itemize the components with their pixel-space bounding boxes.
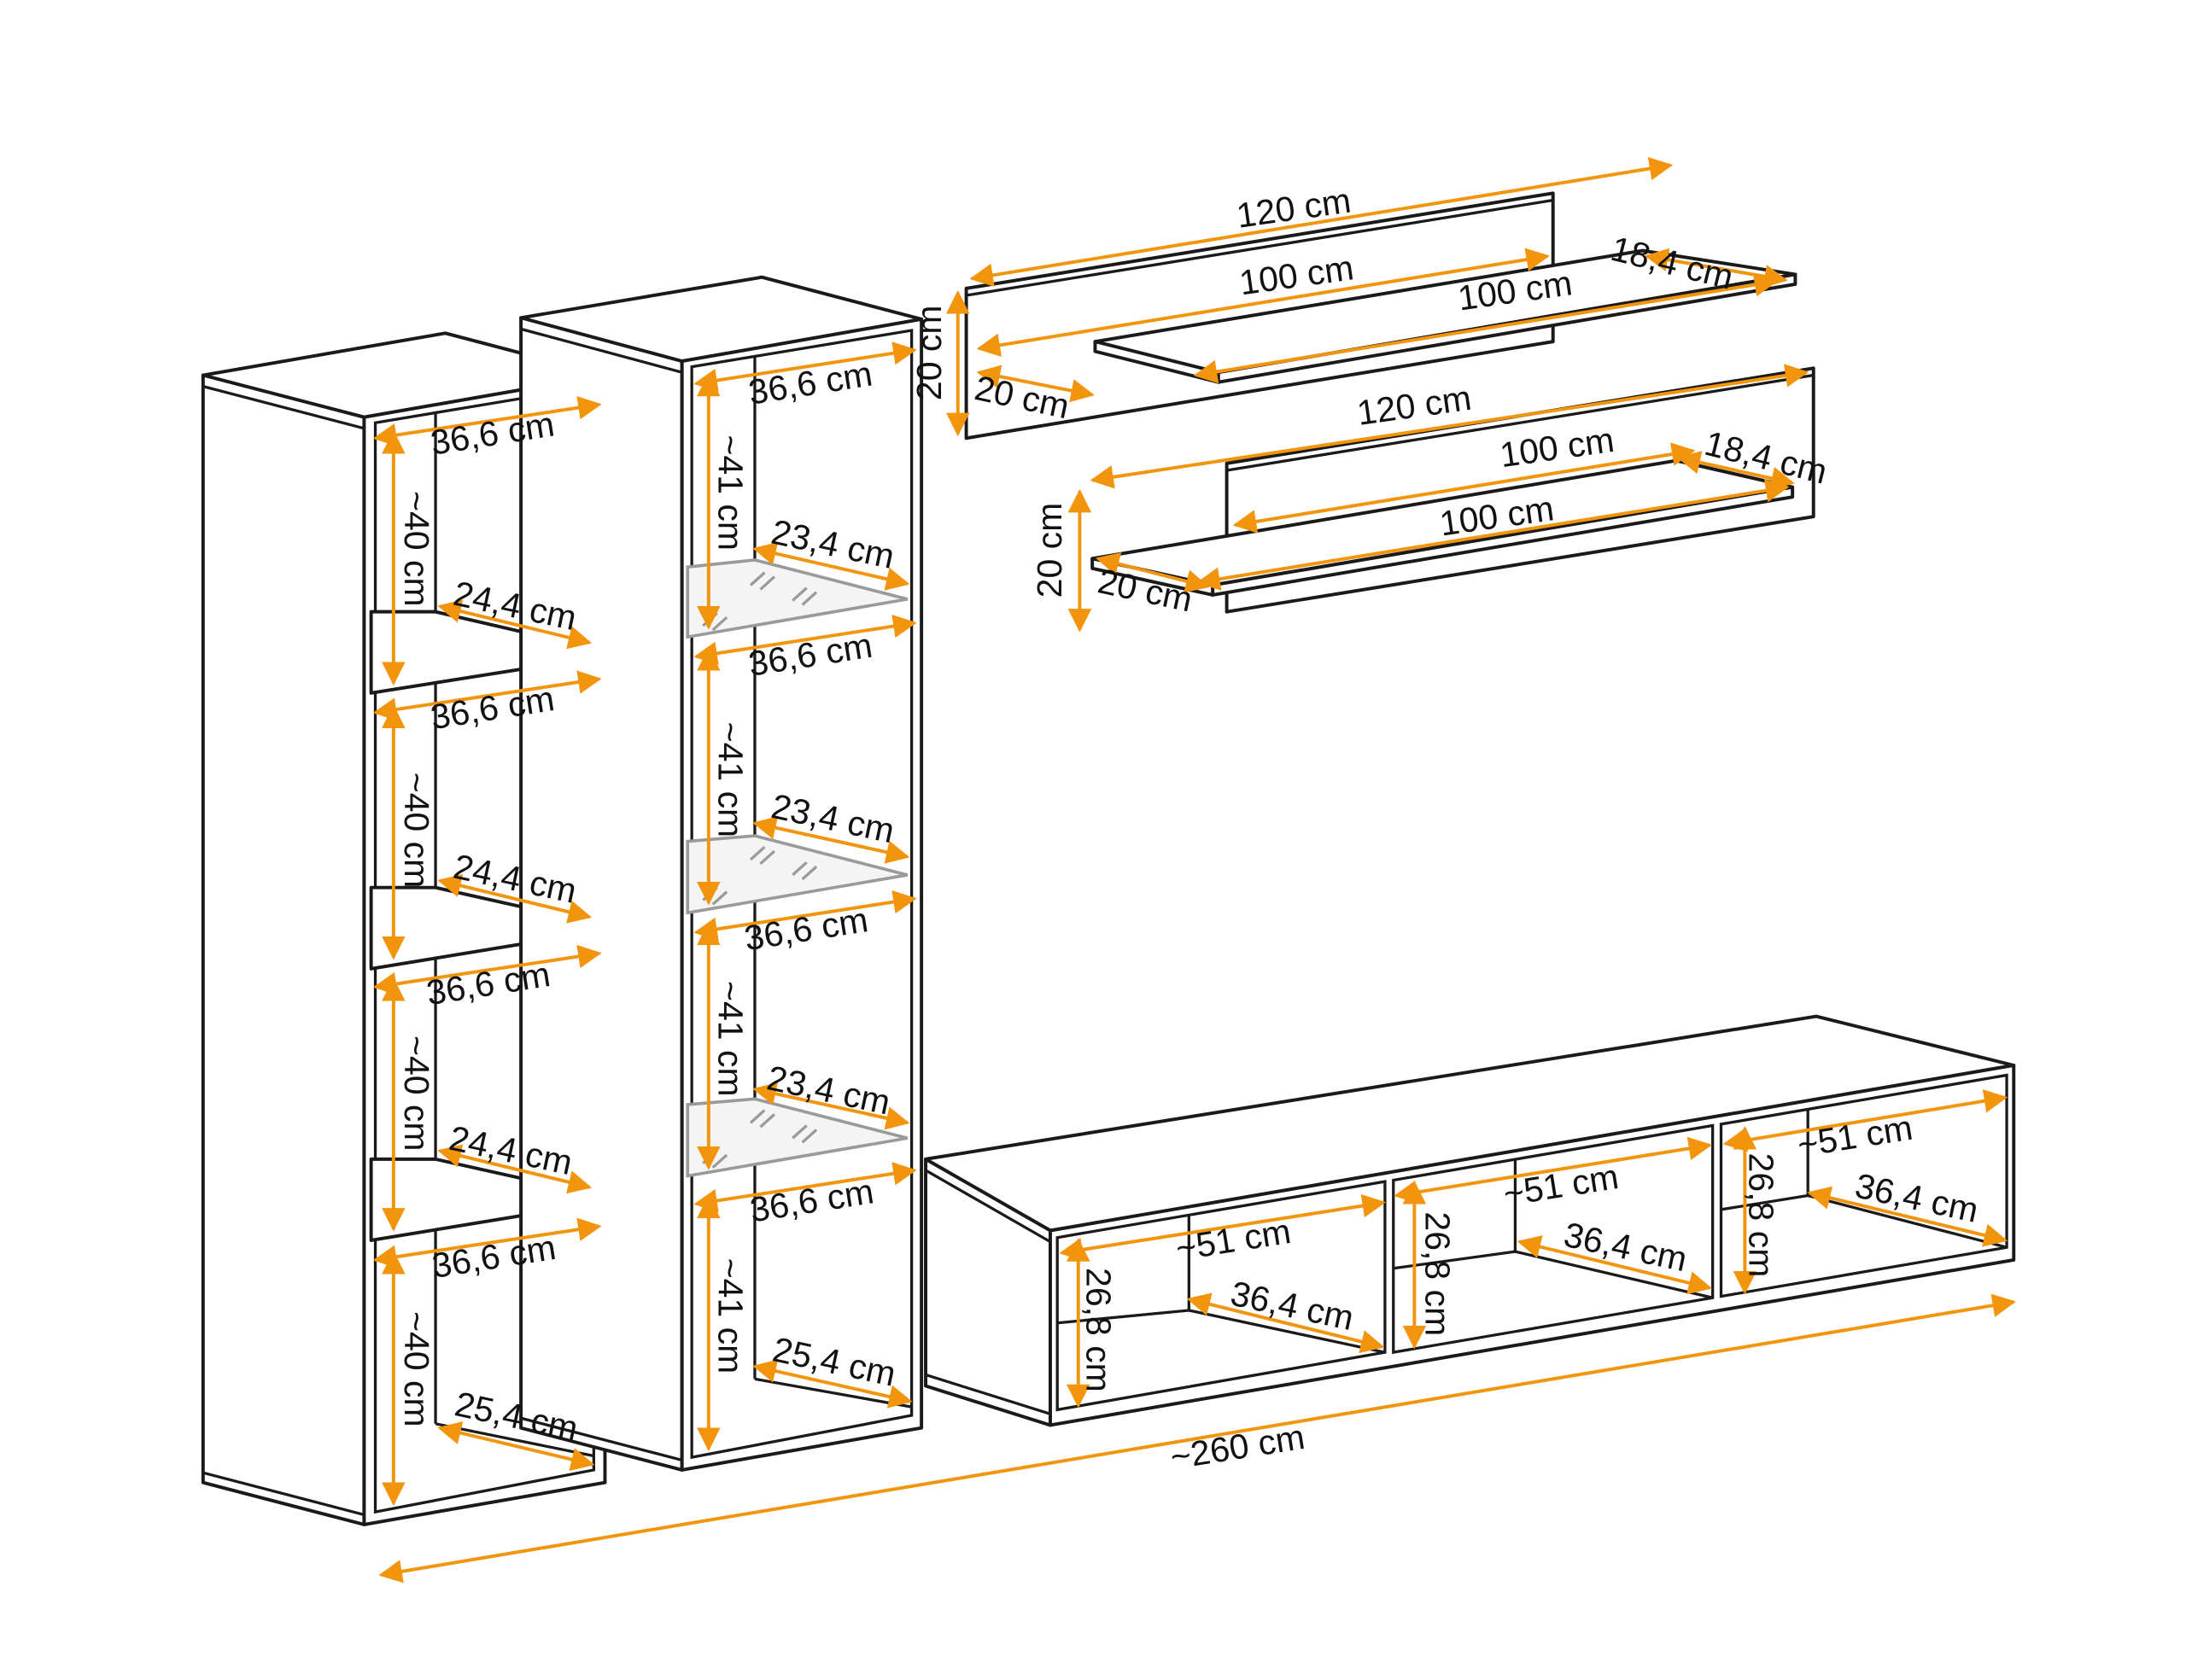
tv-comp1-height-label: 26,8 cm — [1079, 1268, 1119, 1392]
dimension-arrow-cab1-d3 — [437, 1144, 593, 1194]
dimension-arrow-sh1-d — [976, 365, 1095, 403]
dimension-arrow-cab1-w2 — [372, 670, 602, 721]
dimension-arrow-sh2-board — [1196, 479, 1790, 591]
dimension-arrow-tv3-d — [1807, 1186, 2008, 1247]
dimension-arrow-cab2-d2 — [752, 816, 910, 864]
dimension-arrow-cab2-d3 — [752, 1082, 910, 1130]
dimension-arrow-total — [378, 1293, 2016, 1584]
dimension-arrow-cab2-w2 — [693, 614, 917, 665]
dimension-arrow-cab2-w3 — [693, 890, 917, 942]
dimension-lines — [372, 156, 2016, 1584]
cab2-height-3-label: ~41 cm — [710, 981, 750, 1097]
cab2-height-2-label: ~41 cm — [710, 722, 750, 838]
dimension-arrow-cab1-d2 — [437, 873, 593, 924]
dimension-arrow-tv3-w — [1722, 1089, 2008, 1152]
shelf1-height-label: 20 cm — [909, 305, 949, 400]
cabinet-left-side — [201, 373, 366, 1526]
tv-comp2-height-label: 26,8 cm — [1417, 1211, 1457, 1336]
dimension-arrow-sh2-bd — [1676, 451, 1795, 490]
dimension-arrow-cab1-w4 — [372, 1217, 602, 1269]
dimension-arrow-sh2-d — [1096, 552, 1210, 593]
dimension-arrow-cab1-w3 — [372, 944, 602, 996]
dimension-arrow-tv2-w — [1394, 1136, 1713, 1205]
tv-comp3-height-label: 26,8 cm — [1741, 1153, 1780, 1278]
shelf2-height-label: 20 cm — [1030, 503, 1069, 598]
glass-shelf-3 — [686, 1097, 909, 1178]
dimension-arrow-tv2-d — [1517, 1235, 1713, 1295]
dimension-arrow-tv1-w — [1059, 1193, 1387, 1262]
dimension-arrow-cab2-d1 — [752, 541, 910, 591]
dimension-arrow-cab2-w4 — [693, 1162, 917, 1213]
dimension-arrow-sh1-board — [1193, 272, 1779, 384]
cab1-height-3-label: ~40 cm — [397, 1035, 436, 1152]
total-width-label: ~260 cm — [1167, 1417, 1307, 1477]
dimension-arrow-sh2-len — [1090, 364, 1809, 489]
cab2-height-1-label: ~41 cm — [710, 435, 750, 551]
cab1-height-4-label: ~40 cm — [397, 1311, 436, 1427]
cab1-height-2-label: ~40 cm — [397, 773, 436, 889]
dimension-arrow-sh1-bd — [1644, 248, 1788, 289]
dimension-arrow-cab2-w1 — [693, 341, 917, 393]
cab1-height-1-label: ~40 cm — [397, 491, 436, 607]
cab2-height-4-label: ~41 cm — [710, 1258, 750, 1374]
dimension-arrow-cab1-w1 — [372, 395, 602, 447]
dimension-arrow-cab1-d1 — [437, 599, 593, 650]
